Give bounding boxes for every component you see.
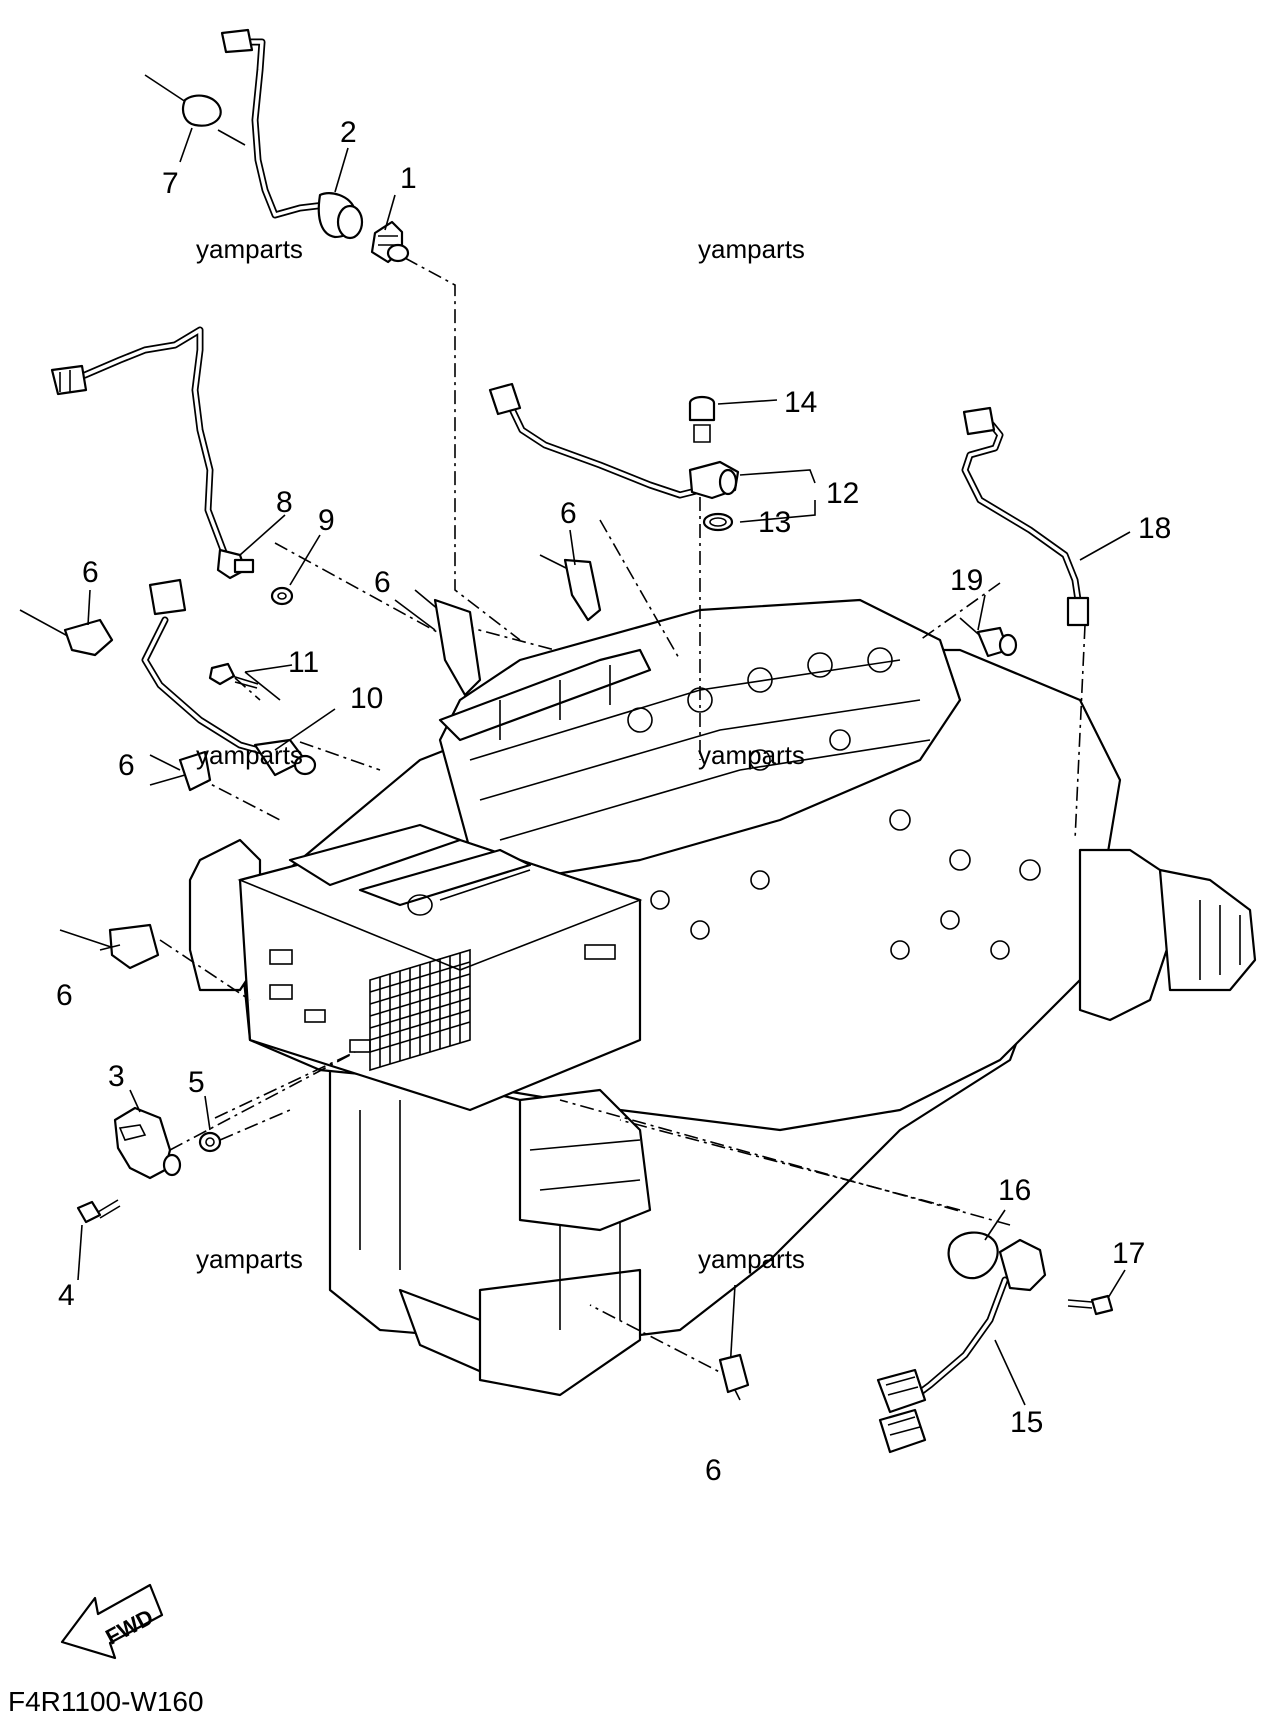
callout-6f: 6 [705,1454,722,1487]
fwd-arrow-icon: FWD [60,1583,164,1660]
part-6-cable-tie-f [718,1284,750,1394]
part-6-cable-tie-d [149,750,212,792]
watermark-5: yamparts [196,1244,303,1274]
callout-1: 1 [400,162,417,195]
part-13-o-ring [702,512,734,532]
part-14-bolt [688,395,716,443]
callout-9: 9 [318,504,335,537]
callout-13: 13 [758,506,791,539]
part-6-cable-tie-c [539,554,602,622]
callout-labels: 1 2 3 4 5 6 6 6 6 6 6 7 8 9 10 11 12 13 … [56,116,1171,1487]
assembly-lines [159,257,1086,1381]
callout-2: 2 [340,116,357,149]
part-15-harness [876,1238,1047,1454]
watermark-4: yamparts [698,740,805,770]
callout-3: 3 [108,1060,125,1093]
part-5-collar [198,1131,222,1153]
part-10-sensor-harness [141,578,317,777]
part-12-sensor-harness [488,382,740,500]
leader-lines [77,127,1131,1406]
part-1-sensor [370,220,410,264]
part-2-sensor-harness [220,28,364,240]
callout-7: 7 [162,167,179,200]
callout-5: 5 [188,1066,205,1099]
part-18-sensor-harness [961,406,1090,627]
watermark-1: yamparts [196,234,303,264]
callout-12: 12 [826,477,859,510]
callout-11: 11 [288,646,319,679]
callout-4: 4 [58,1279,75,1312]
callout-8: 8 [276,486,293,519]
callout-10: 10 [350,682,383,715]
callout-6d: 6 [118,749,135,782]
part-17-bolt [1067,1294,1114,1316]
part-6-cable-tie-e [59,923,160,970]
callout-6e: 6 [56,979,73,1012]
part-11-bolt [208,662,259,689]
callout-14: 14 [784,386,817,419]
watermark-3: yamparts [196,740,303,770]
part-6-cable-tie-a [19,609,114,657]
part-4-bolt [76,1199,121,1224]
callout-6c: 6 [560,497,577,530]
callout-6b: 6 [374,566,391,599]
watermark-2: yamparts [698,234,805,264]
callout-19: 19 [950,564,983,597]
part-6-cable-tie-b [414,589,482,697]
callout-16: 16 [998,1174,1031,1207]
callout-15: 15 [1010,1406,1043,1439]
callout-6a: 6 [82,556,99,589]
part-16-gasket [947,1231,999,1280]
diagram-code: F4R1100-W160 [8,1686,204,1717]
engine-block [188,598,1257,1397]
part-19-fitting [959,617,1018,658]
watermark-6: yamparts [698,1244,805,1274]
part-8-sensor-harness [50,326,255,580]
callout-18: 18 [1138,512,1171,545]
watermarks: yamparts yamparts yamparts yamparts yamp… [196,234,805,1274]
part-3-sensor [113,1106,182,1180]
callout-17: 17 [1112,1237,1145,1270]
part-9-washer [270,586,294,606]
part-7-cable-tie [144,74,246,146]
